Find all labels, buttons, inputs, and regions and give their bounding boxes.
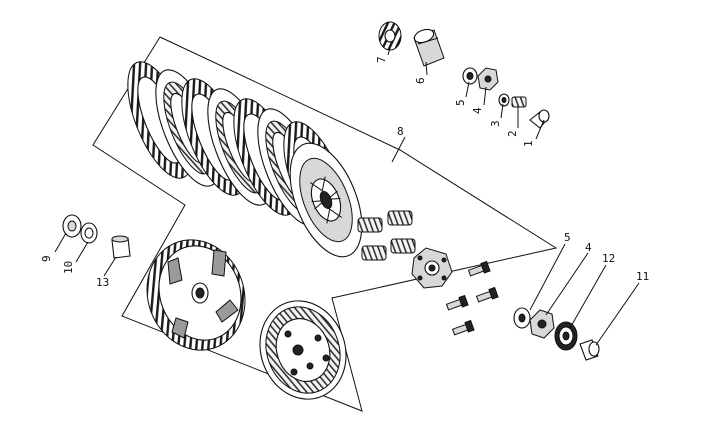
callout-5-bottom: 5 xyxy=(564,231,571,244)
callout-4-bottom: 4 xyxy=(585,241,592,254)
washer-10 xyxy=(80,222,98,244)
bearing-12 xyxy=(554,321,578,351)
clutch-plate-stack xyxy=(127,61,363,258)
callout-8: 8 xyxy=(397,125,404,138)
spring-retainer-plate xyxy=(411,247,453,289)
washer-3 xyxy=(498,93,510,107)
callout-12: 12 xyxy=(602,252,615,265)
sleeve-6 xyxy=(413,28,445,67)
callout-7: 7 xyxy=(375,56,388,63)
pin-1 xyxy=(529,109,550,129)
assembly-outline xyxy=(92,36,558,412)
clutch-springs xyxy=(357,210,416,261)
callout-6: 6 xyxy=(414,77,427,84)
thrust-washer-9 xyxy=(62,214,82,238)
nut-4-top xyxy=(477,67,499,91)
clutch-basket xyxy=(146,239,246,351)
nut-4-bottom xyxy=(529,309,555,339)
bolt-11 xyxy=(579,339,600,361)
callout-2: 2 xyxy=(506,130,519,137)
retainer-bolts xyxy=(445,260,499,336)
callout-9: 9 xyxy=(40,255,53,262)
callout-5-top: 5 xyxy=(454,99,467,106)
spring-2 xyxy=(511,96,527,108)
callout-13: 13 xyxy=(96,276,109,289)
callout-11: 11 xyxy=(636,270,649,283)
callout-1: 1 xyxy=(522,140,535,147)
clutch-hub xyxy=(259,300,347,400)
bushing-13 xyxy=(111,235,131,259)
gear-7 xyxy=(378,21,402,51)
washer-5-top xyxy=(462,67,478,85)
washer-5-bottom xyxy=(513,307,531,329)
callout-10: 10 xyxy=(62,261,75,274)
callout-labels: 1 2 3 4 5 6 7 8 9 10 11 12 13 4 5 xyxy=(40,56,649,289)
leader-lines xyxy=(54,47,640,346)
callout-4-top: 4 xyxy=(471,107,484,114)
callout-3: 3 xyxy=(489,120,502,127)
